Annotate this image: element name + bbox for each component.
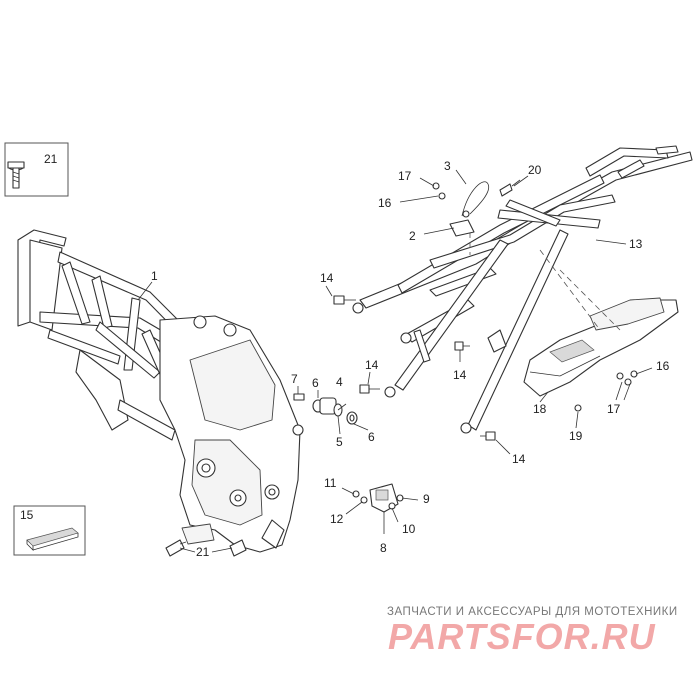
screw-16-17-right [616, 370, 638, 386]
callout-20: 20 [528, 163, 542, 177]
rear-mudguard [523, 297, 679, 397]
bolt-part-21-lower [165, 539, 247, 557]
inset-box-21: 21 [4, 142, 69, 197]
callout-7: 7 [291, 372, 298, 386]
callout-17-a: 17 [398, 169, 412, 183]
callout-11: 11 [324, 476, 337, 490]
small-screw-16-17-top [432, 182, 446, 200]
callout-19: 19 [569, 429, 583, 443]
callout-6-b: 6 [368, 430, 375, 444]
callout-14-a: 14 [320, 271, 334, 285]
cable-loop-part [461, 181, 490, 218]
leader-lines [137, 169, 653, 553]
rear-subframe [352, 145, 693, 434]
bolt-part-14-a [333, 295, 356, 305]
callout-21-inset: 21 [44, 152, 58, 166]
bracket-part-2 [449, 219, 475, 237]
callout-14-c: 14 [365, 358, 379, 372]
callout-5: 5 [336, 435, 343, 449]
callout-18: 18 [533, 402, 547, 416]
inset-box-15: 15 [13, 505, 86, 556]
callout-3: 3 [444, 159, 451, 173]
callout-16-a: 16 [378, 196, 392, 210]
screw-part-20 [499, 179, 521, 197]
callout-14-b: 14 [453, 368, 467, 382]
bolt-part-14-d [480, 431, 496, 441]
callout-12: 12 [330, 512, 344, 526]
callout-15: 15 [20, 508, 34, 522]
bushing-set-4-7 [293, 393, 358, 425]
callout-labels: 1 2 3 4 5 6 6 7 8 9 10 11 12 13 14 14 14… [151, 159, 670, 559]
callout-9: 9 [423, 492, 430, 506]
bolt-part-14-c [359, 384, 380, 394]
watermark-brand-logo: PARTSFOR.RU [388, 616, 656, 657]
screw-part-19 [574, 404, 582, 412]
watermark-tagline: ЗАПЧАСТИ И АКСЕССУАРЫ ДЛЯ МОТОТЕХНИКИ [387, 606, 678, 618]
main-frame [17, 229, 304, 553]
callout-6-a: 6 [312, 376, 319, 390]
callout-21-lower: 21 [196, 545, 210, 559]
callout-1: 1 [151, 269, 158, 283]
callout-14-d: 14 [512, 452, 526, 466]
bolt-icon [7, 161, 25, 189]
callout-4: 4 [336, 375, 343, 389]
bolt-part-14-b [454, 341, 470, 351]
callout-10: 10 [402, 522, 416, 536]
callout-2: 2 [409, 229, 416, 243]
callout-17-b: 17 [607, 402, 621, 416]
sensor-assembly-8-12 [352, 483, 404, 513]
callout-16-b: 16 [656, 359, 670, 373]
rubber-pad-icon [26, 527, 79, 551]
callout-13: 13 [629, 237, 643, 251]
callout-8: 8 [380, 541, 387, 555]
